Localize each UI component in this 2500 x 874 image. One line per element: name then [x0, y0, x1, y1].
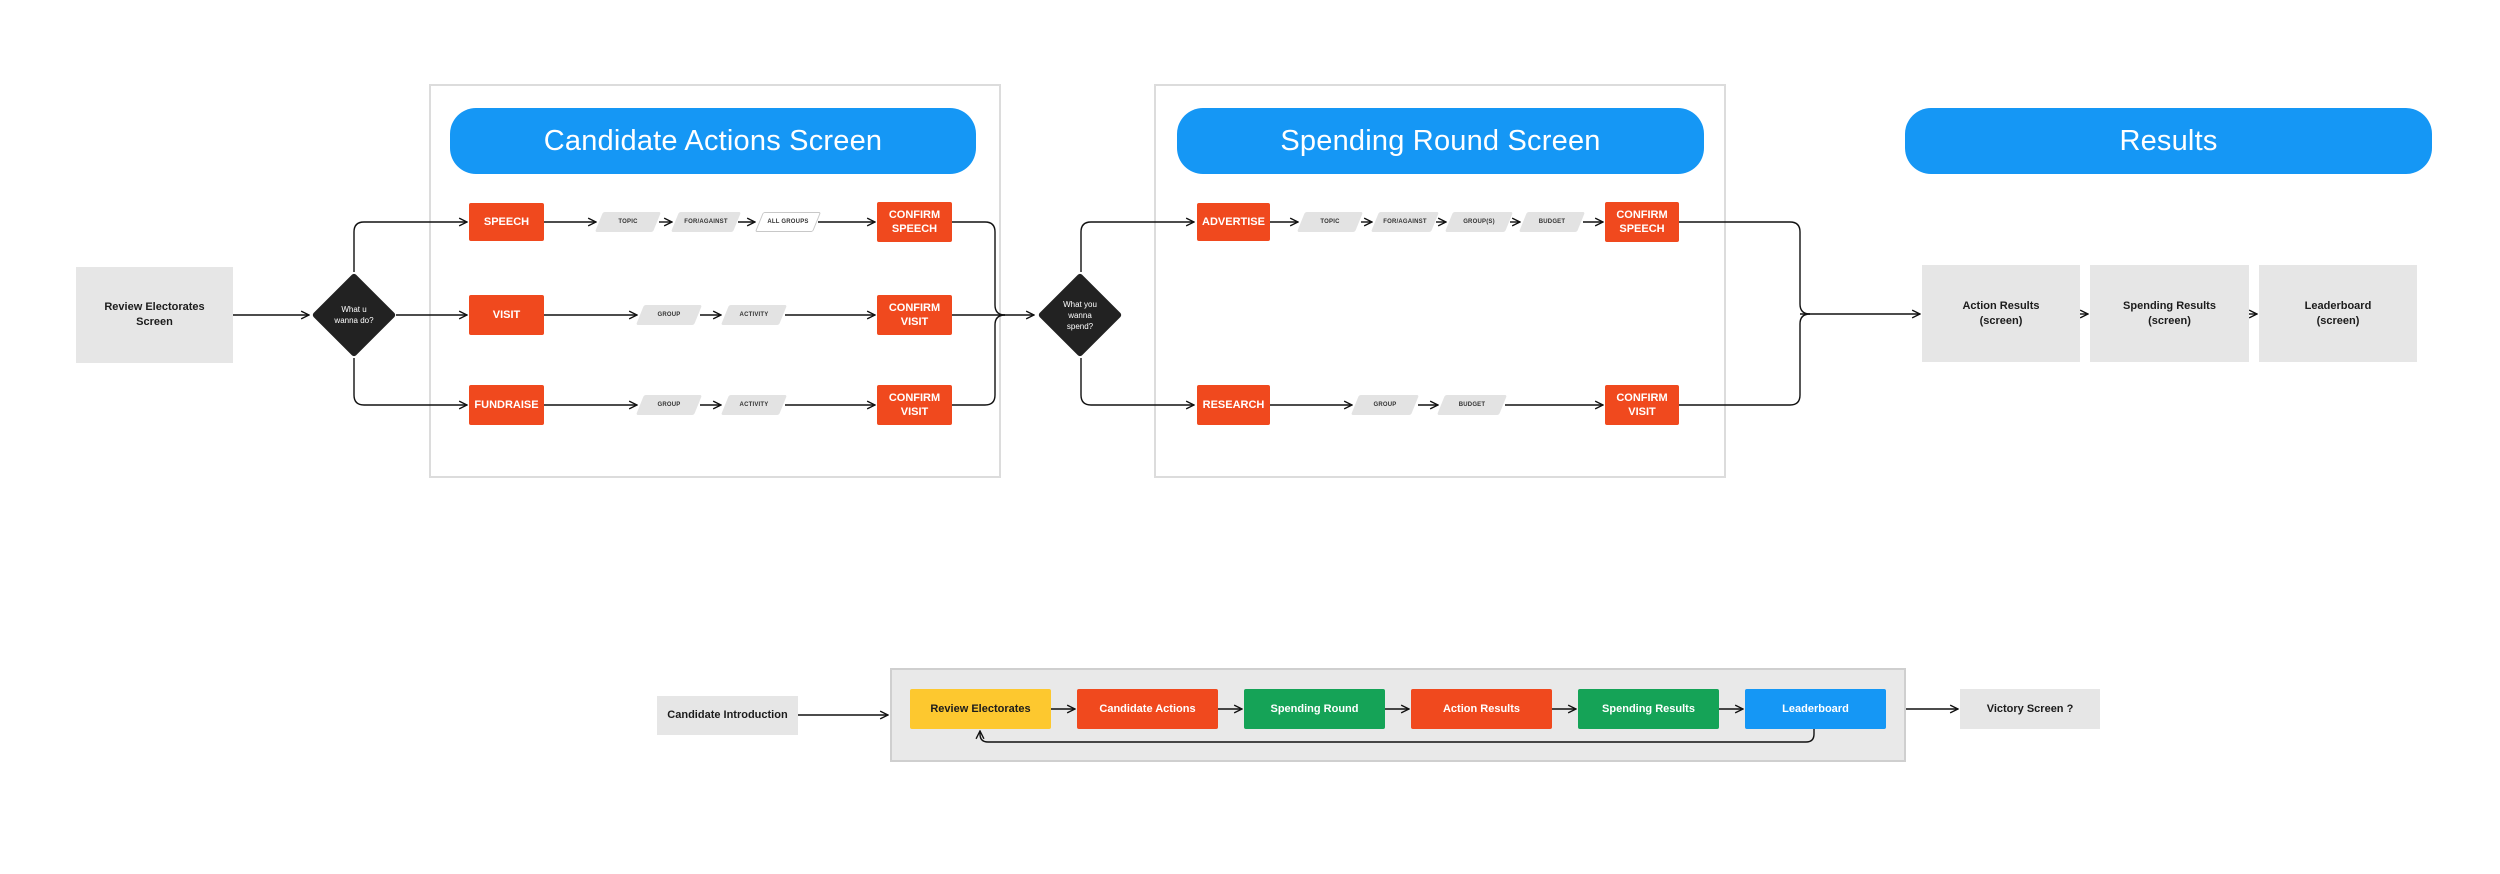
- decision-spending-label: What you wanna spend?: [1063, 299, 1097, 331]
- fundraise-step-group: GROUP: [640, 395, 698, 415]
- speech-step-for-against: FOR/AGAINST: [675, 212, 737, 232]
- advertise-step-groups: GROUP(S): [1449, 212, 1509, 232]
- confirm-speech: CONFIRM SPEECH: [877, 202, 952, 242]
- visit-action: VISIT: [469, 295, 544, 335]
- loop-step-leaderboard: Leaderboard: [1745, 689, 1886, 729]
- spending-round-title: Spending Round Screen: [1177, 108, 1704, 174]
- advertise-action: ADVERTISE: [1197, 203, 1270, 241]
- confirm-visit: CONFIRM VISIT: [877, 295, 952, 335]
- confirm-fundraise: CONFIRM VISIT: [877, 385, 952, 425]
- decision-actions: What u wanna do?: [311, 272, 397, 358]
- spending-results-screen: Spending Results (screen): [2090, 265, 2249, 362]
- loop-step-spending-round: Spending Round: [1244, 689, 1385, 729]
- loop-step-candidate-actions: Candidate Actions: [1077, 689, 1218, 729]
- confirm-research: CONFIRM VISIT: [1605, 385, 1679, 425]
- speech-action: SPEECH: [469, 203, 544, 241]
- advertise-step-for-against: FOR/AGAINST: [1375, 212, 1435, 232]
- visit-step-activity: ACTIVITY: [725, 305, 783, 325]
- loop-step-review-electorates: Review Electorates: [910, 689, 1051, 729]
- fundraise-action: FUNDRAISE: [469, 385, 544, 425]
- research-step-group: GROUP: [1355, 395, 1415, 415]
- action-results-screen: Action Results (screen): [1922, 265, 2080, 362]
- fundraise-step-activity: ACTIVITY: [725, 395, 783, 415]
- advertise-step-topic: TOPIC: [1301, 212, 1359, 232]
- decision-spending: What you wanna spend?: [1037, 272, 1123, 358]
- loop-step-spending-results: Spending Results: [1578, 689, 1719, 729]
- results-title: Results: [1905, 108, 2432, 174]
- speech-step-topic: TOPIC: [599, 212, 657, 232]
- visit-step-group: GROUP: [640, 305, 698, 325]
- confirm-advertise: CONFIRM SPEECH: [1605, 202, 1679, 242]
- loop-step-action-results: Action Results: [1411, 689, 1552, 729]
- candidate-actions-title: Candidate Actions Screen: [450, 108, 976, 174]
- speech-step-all-groups: ALL GROUPS: [759, 212, 817, 232]
- research-action: RESEARCH: [1197, 385, 1270, 425]
- victory-screen: Victory Screen ?: [1960, 689, 2100, 729]
- advertise-step-budget: BUDGET: [1523, 212, 1581, 232]
- game-loop-container: [890, 668, 1906, 762]
- decision-actions-label: What u wanna do?: [334, 305, 374, 325]
- candidate-introduction: Candidate Introduction: [657, 696, 798, 735]
- research-step-budget: BUDGET: [1441, 395, 1503, 415]
- leaderboard-screen: Leaderboard (screen): [2259, 265, 2417, 362]
- review-electorates-screen: Review Electorates Screen: [76, 267, 233, 363]
